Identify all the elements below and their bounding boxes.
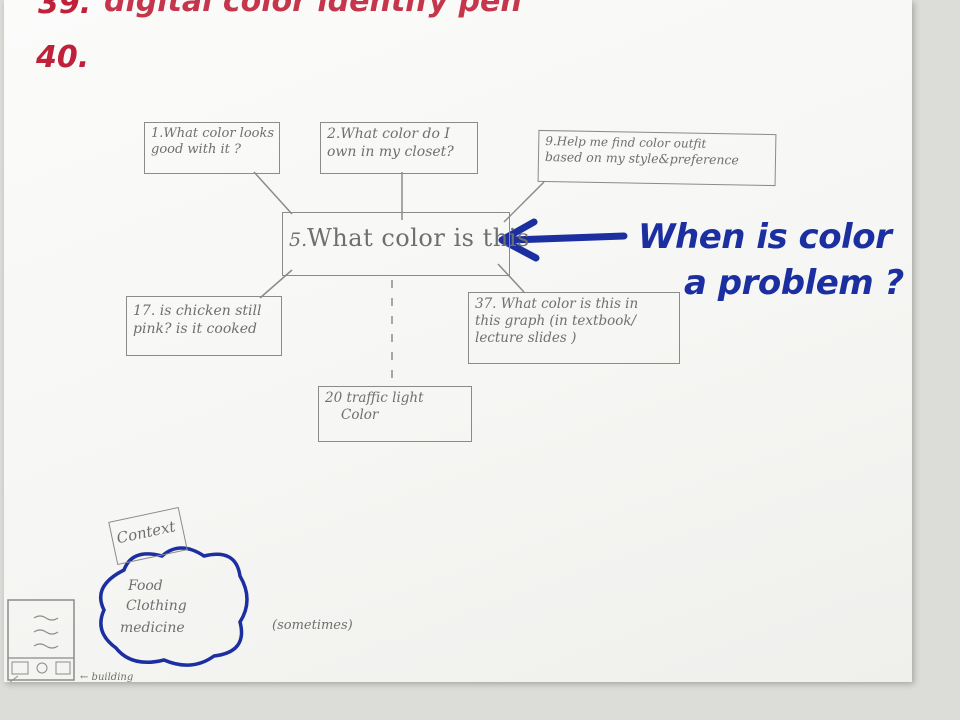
center-number: 5.	[289, 229, 308, 251]
question-2-line-2: own in my closet?	[327, 143, 454, 160]
question-17-line-1: 17. is chicken still	[133, 303, 262, 319]
cloud-text-medicine: medicine	[120, 620, 185, 636]
phone-sketch-wave-1	[33, 615, 59, 621]
connector-b1	[253, 171, 293, 215]
phone-sketch-tab-1	[11, 661, 29, 675]
phone-sketch-wave-3	[33, 643, 59, 649]
phone-sketch-tab-2	[36, 662, 48, 674]
question-37-line-2: this graph (in textbook/	[475, 312, 637, 329]
connector-b9	[503, 181, 545, 223]
question-box-17: 17. is chicken still pink? is it cooked	[126, 296, 282, 356]
question-2-line-1: 2.What color do I	[327, 126, 450, 142]
question-1-line-1: 1.What color looks	[151, 126, 275, 141]
question-box-20: 20 traffic light Color	[318, 386, 472, 442]
cloud-text-food: Food	[128, 578, 163, 594]
question-17-line-2: pink? is it cooked	[133, 320, 257, 337]
context-label: Context	[114, 517, 177, 548]
question-9-line-2: based on my style&preference	[544, 149, 740, 168]
phone-sketch-frame	[7, 599, 75, 681]
phone-sketch-wave-2	[33, 629, 59, 635]
question-37-line-1: 37. What color is this in	[475, 296, 639, 312]
question-box-9: 9.Help me find color outfit based on my …	[537, 129, 777, 187]
sometimes-note: (sometimes)	[272, 618, 353, 633]
clothing-pointer	[9, 675, 19, 682]
question-37-line-3: lecture slides )	[475, 329, 577, 346]
connector-b37	[497, 263, 525, 293]
note-39-number: 39.	[38, 0, 92, 21]
question-box-37: 37. What color is this in this graph (in…	[468, 292, 680, 364]
mind-map-connectors	[7, 171, 628, 682]
context-cloud-outline	[99, 546, 249, 667]
paper-sheet: 39. digital color identify pen 40. 5.Wha…	[4, 0, 912, 682]
arrow-shaft	[508, 232, 628, 244]
arrow-head	[498, 218, 540, 262]
cloud-text-clothing: Clothing	[126, 598, 187, 614]
question-1-line-2: good with it ?	[151, 142, 241, 158]
callout-line-2: a problem ?	[684, 263, 904, 303]
sketch-label-building: ← building	[80, 672, 134, 682]
center-question-box: 5.What color is this	[282, 212, 529, 276]
question-box-1: 1.What color looks good with it ?	[144, 122, 280, 174]
note-39-text: digital color identify pen	[104, 0, 522, 19]
question-20-line-2: Color	[341, 406, 379, 423]
callout-line-1: When is color	[638, 217, 892, 257]
question-20-line-1: 20 traffic light	[325, 390, 424, 406]
phone-sketch-tab-3	[55, 661, 71, 675]
note-40-number: 40.	[36, 40, 90, 75]
connector-b17	[259, 269, 293, 299]
center-text: What color is this	[307, 224, 530, 252]
question-box-2: 2.What color do I own in my closet?	[320, 122, 478, 174]
